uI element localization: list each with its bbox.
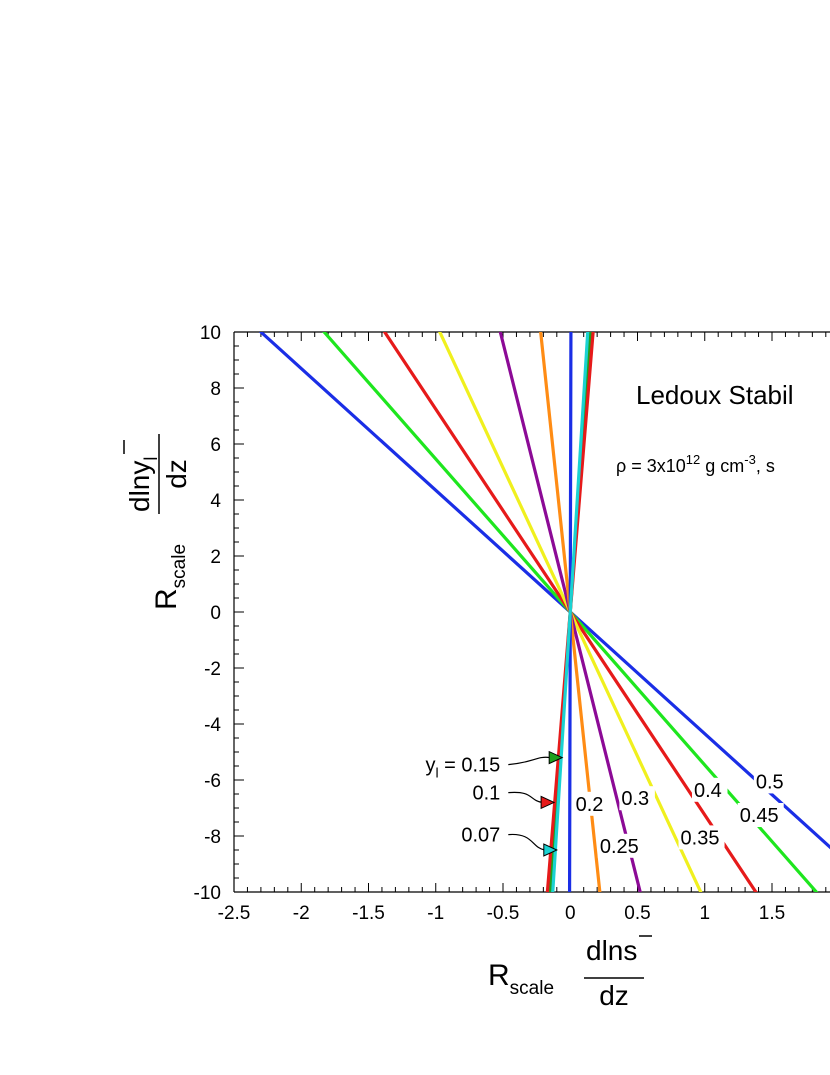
annotation-bg	[691, 777, 728, 802]
y-tick-label: 10	[200, 323, 221, 344]
arrow-label: 0.1	[472, 783, 500, 805]
x-tick-label: -1	[427, 903, 444, 924]
x-tick-label: -0.5	[487, 903, 520, 924]
arrow-line	[508, 833, 545, 851]
annotation-bg	[619, 786, 655, 811]
annotation-bg	[597, 833, 644, 858]
y-tick-label: 8	[210, 379, 221, 400]
arrow-label: yl = 0.15	[425, 755, 500, 781]
annotation-label: 0.3	[621, 788, 649, 810]
y-tick-label: -6	[204, 771, 221, 792]
title-layer: Ledoux Stabil ρ = 3x1012 g cm-3, s Rscale d…	[123, 370, 830, 1011]
arrow-line	[508, 791, 543, 803]
arrow-line	[508, 756, 551, 766]
y-tick-label: 6	[210, 435, 221, 456]
annotation-layer: 0.5 0.45 0.4 0.35 0.3 0.25 0.2 yl = 0.150.1 0.07	[425, 750, 790, 858]
y-tick-label: -10	[194, 883, 221, 904]
x-tick-label: 1	[699, 903, 710, 924]
annotation-label: 0.45	[740, 805, 779, 827]
y-axis-label-num: dlnyl	[124, 457, 161, 512]
arrow-head	[540, 795, 556, 810]
y-tick-label: 4	[210, 491, 221, 512]
arrow-head	[543, 843, 558, 857]
x-axis-label-den: dz	[599, 980, 629, 1011]
annotation-bg	[573, 791, 610, 816]
y-tick-label: -8	[204, 827, 221, 848]
annotation-bg	[753, 769, 790, 794]
annotation-label: 0.4	[694, 780, 722, 802]
x-axis-label-num: dlns	[586, 935, 637, 966]
x-tick-label: 0.5	[624, 903, 650, 924]
y-tick-label: -2	[204, 659, 221, 680]
y-axis-label-den: dz	[161, 459, 192, 489]
chart-subtitle: ρ = 3x1012 g cm-3, s	[616, 452, 775, 476]
y-tick-label: 0	[210, 603, 221, 624]
x-tick-label: -2	[293, 903, 310, 924]
chart-title: Ledoux Stabil	[636, 380, 794, 410]
y-tick-label: -4	[204, 715, 221, 736]
x-axis-label-coef: Rscale	[488, 959, 554, 999]
x-tick-label: 0	[565, 903, 576, 924]
annotation-label: 0.35	[681, 827, 720, 849]
x-tick-label: 1.5	[759, 903, 785, 924]
annotation-label: 0.2	[576, 794, 604, 816]
arrow-label: 0.07	[461, 825, 500, 847]
series-line-0.07	[551, 332, 590, 892]
title-bg	[628, 370, 830, 410]
arrow-head	[548, 750, 564, 765]
annotation-bg	[737, 803, 784, 827]
axes: -2.5 -2 -1.5 -1 -0.5 0 0.5 1 1.5 -10 -8 -6 -4 -2 0 2 4 6 8…	[194, 323, 830, 924]
x-tick-label: -1.5	[352, 903, 385, 924]
y-axis-label-coef: Rscale	[150, 544, 190, 610]
x-tick-label: -2.5	[218, 903, 251, 924]
annotation-bg	[678, 825, 725, 850]
annotation-label: 0.25	[600, 836, 639, 858]
y-tick-label: 2	[210, 547, 221, 568]
annotation-label: 0.5	[756, 771, 784, 793]
